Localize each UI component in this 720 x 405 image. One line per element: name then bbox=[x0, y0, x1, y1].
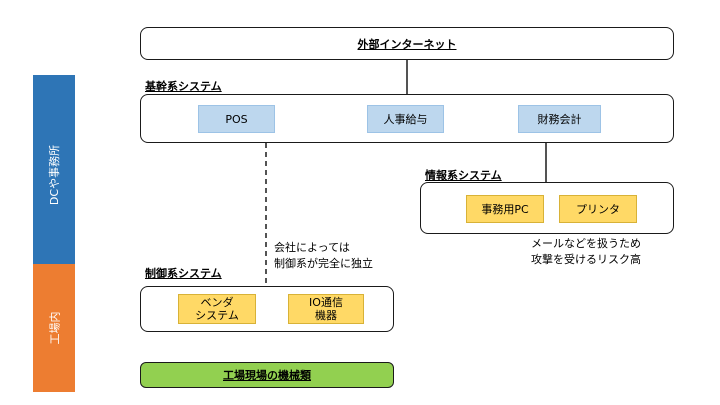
pos-node: POS bbox=[198, 105, 275, 133]
side-label-dc: DCや事務所 bbox=[33, 75, 75, 275]
internet-label: 外部インターネット bbox=[357, 37, 457, 51]
vendor-system-node: ベンダ システム bbox=[178, 294, 256, 324]
side-label-factory-text: 工場内 bbox=[48, 311, 61, 345]
control-systems-title: 制御系システム bbox=[145, 267, 222, 280]
office-pc-node: 事務用PC bbox=[466, 195, 544, 223]
side-label-factory: 工場内 bbox=[33, 264, 75, 392]
info-systems-title: 情報系システム bbox=[425, 169, 502, 182]
factory-machines-label: 工場現場の機械類 bbox=[223, 369, 311, 382]
internet-box: 外部インターネット bbox=[140, 27, 674, 60]
side-label-dc-text: DCや事務所 bbox=[48, 144, 61, 206]
io-communication-node: IO通信 機器 bbox=[288, 294, 364, 324]
finance-node: 財務会計 bbox=[518, 105, 601, 133]
hr-payroll-node: 人事給与 bbox=[367, 105, 444, 133]
factory-machines-box: 工場現場の機械類 bbox=[140, 362, 394, 388]
printer-node: プリンタ bbox=[559, 195, 637, 223]
info-risk-note: メールなどを扱うため 攻撃を受けるリスク高 bbox=[531, 237, 641, 266]
core-systems-title: 基幹系システム bbox=[145, 80, 222, 93]
control-independence-note: 会社によっては 制御系が完全に独立 bbox=[274, 241, 373, 270]
